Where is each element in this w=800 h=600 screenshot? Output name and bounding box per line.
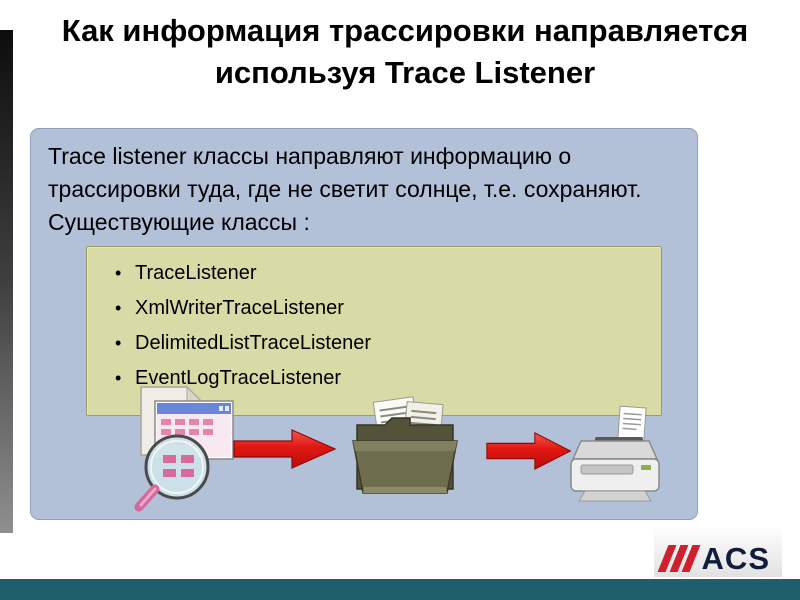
- printer-icon: [565, 405, 665, 507]
- footer-bar: [0, 577, 800, 600]
- classes-list: • TraceListener • XmlWriterTraceListener…: [87, 247, 661, 390]
- title-line-1: Как информация трассировки направляется: [61, 13, 749, 48]
- class-name: XmlWriterTraceListener: [135, 297, 344, 319]
- title-line-2: используя Trace Listener: [214, 55, 596, 90]
- class-name: TraceListener: [135, 262, 257, 284]
- list-item: • DelimitedListTraceListener: [115, 332, 661, 355]
- list-item: • EventLogTraceListener: [115, 367, 661, 390]
- list-item: • XmlWriterTraceListener: [115, 297, 661, 320]
- logo-text: ACS: [701, 541, 770, 576]
- body-text: Trace listener классы направляют информа…: [48, 143, 642, 235]
- content-panel: Trace listener классы направляют информа…: [30, 128, 698, 520]
- bullet-marker: •: [115, 333, 122, 353]
- folder-documents-icon: [351, 395, 459, 501]
- red-arrow-icon: [233, 428, 337, 470]
- bullet-marker: •: [115, 263, 122, 283]
- bullet-marker: •: [115, 368, 122, 388]
- class-name: EventLogTraceListener: [135, 367, 342, 389]
- left-accent-bar: [0, 30, 13, 533]
- acs-logo: ACS: [657, 541, 770, 576]
- bullet-marker: •: [115, 298, 122, 318]
- red-arrow-icon: [486, 431, 572, 471]
- class-name: DelimitedListTraceListener: [135, 332, 372, 354]
- list-item: • TraceListener: [115, 262, 661, 285]
- slide-title: Как информация трассировки направляется …: [20, 10, 790, 94]
- search-window-icon: [119, 385, 237, 513]
